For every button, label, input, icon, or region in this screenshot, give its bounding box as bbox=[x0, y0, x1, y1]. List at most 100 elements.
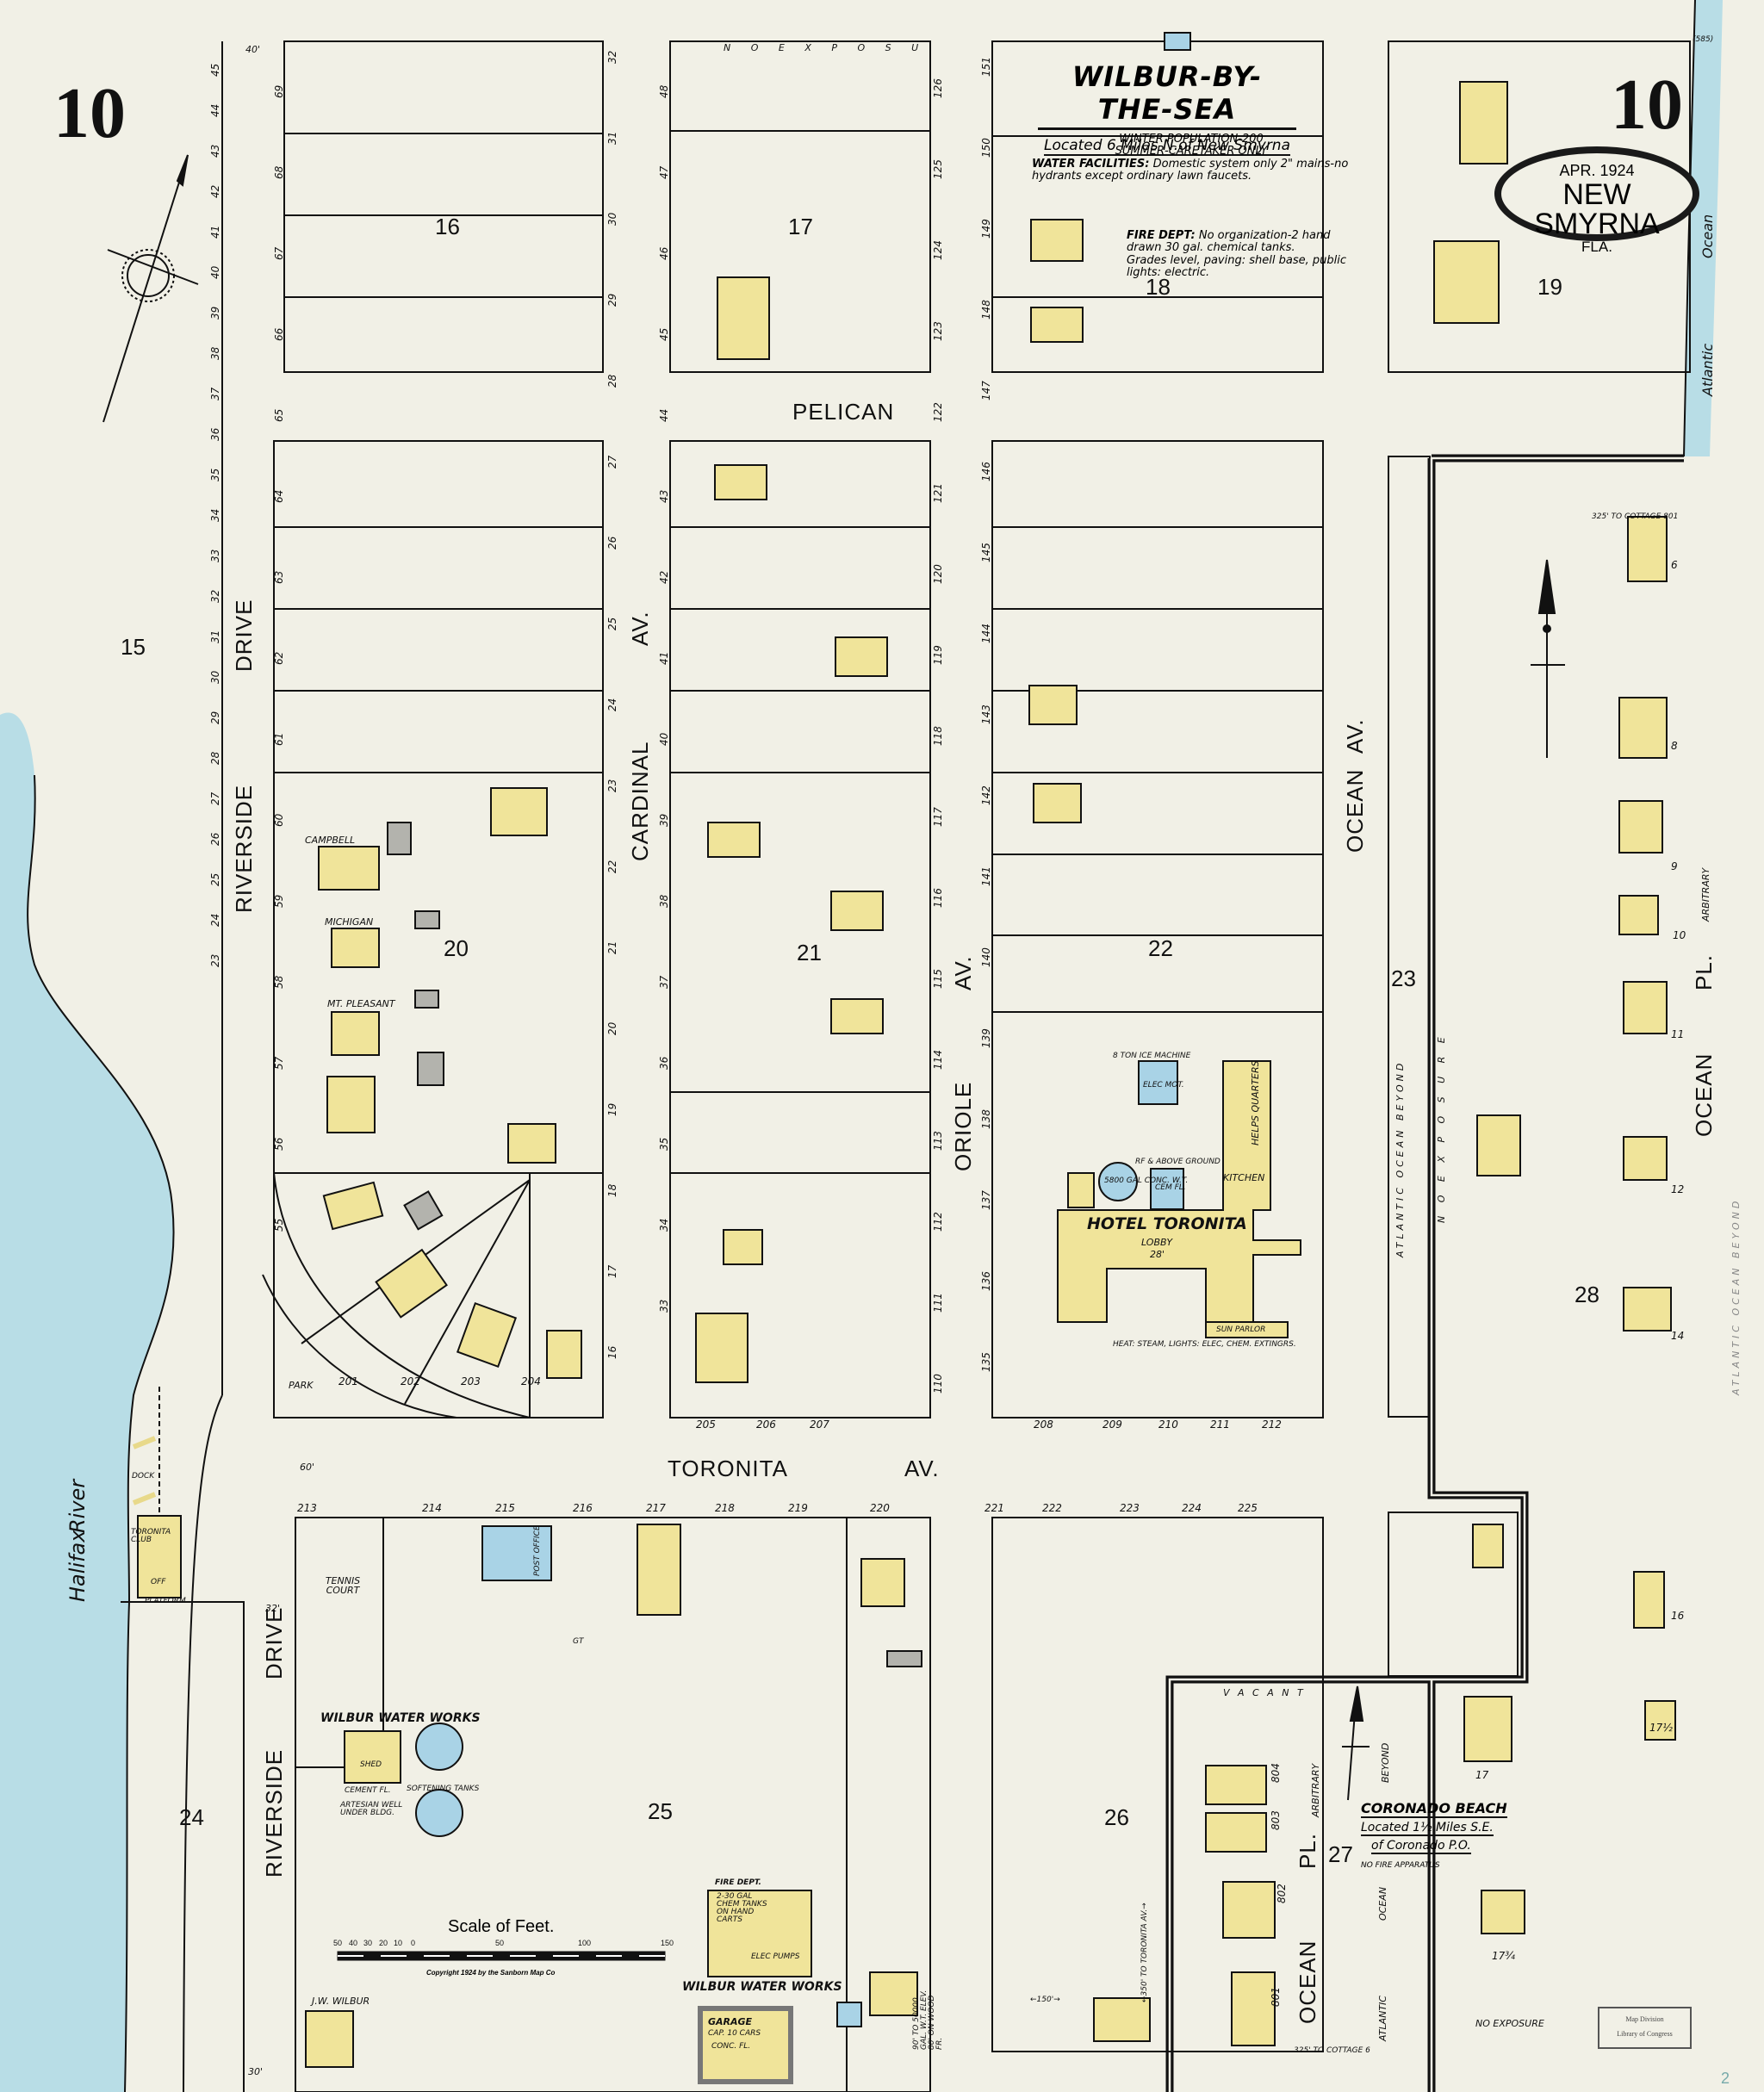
fire-text: No organization-2 hand drawn 30 gal. che… bbox=[1127, 229, 1331, 255]
lot-number: 12 bbox=[1671, 1183, 1685, 1195]
lot-number: 68 bbox=[273, 165, 285, 179]
platform-label: PLATFORM bbox=[145, 1597, 186, 1605]
cartouche-state: FLA. bbox=[1581, 239, 1612, 255]
mt-pleasant-label: MT. PLEASANT bbox=[327, 998, 395, 1009]
lot-number: 211 bbox=[1210, 1418, 1230, 1431]
lot-number: 150 bbox=[980, 138, 992, 158]
no-exposure-top: N O E X P O S U bbox=[724, 42, 928, 53]
atlantic-ocean-right: ATLANTIC OCEAN BEYOND bbox=[1730, 1197, 1742, 1395]
lot-number: 222 bbox=[1042, 1502, 1062, 1514]
street-ocean-av-suffix: AV. bbox=[1342, 718, 1368, 754]
block-number: 25 bbox=[648, 1798, 673, 1824]
lot-number: 35 bbox=[658, 1137, 670, 1151]
lot-number: 24 bbox=[606, 698, 618, 711]
lot-number: 145 bbox=[980, 543, 992, 562]
street-ocean-pl-right-suffix: PL. bbox=[1691, 953, 1717, 990]
lot-number: 117 bbox=[932, 807, 944, 827]
distance-150: ←150'→ bbox=[1030, 1996, 1060, 2004]
scale-tick: 10 bbox=[394, 1939, 403, 1947]
arbitrary-lower: ARBITRARY bbox=[1310, 1763, 1321, 1817]
toronita-club-label: TORONITA CLUB bbox=[131, 1528, 171, 1544]
river-label: River bbox=[65, 1479, 90, 1533]
lot-number: 16 bbox=[606, 1345, 618, 1359]
lot-number: 123 bbox=[932, 321, 944, 341]
hotel-lobby: LOBBY bbox=[1141, 1237, 1173, 1248]
lot-number: 225 bbox=[1238, 1502, 1258, 1514]
lot-number: 39 bbox=[658, 813, 670, 827]
lot-number: 20 bbox=[606, 1021, 618, 1035]
water-tower-note: 90' TO 50000 GAL. W.T. ELEV. 80' ON WOOD… bbox=[912, 1990, 944, 2050]
concrete-structures bbox=[415, 32, 1191, 2027]
lot-number: 24 bbox=[209, 913, 221, 927]
lot-number: 217 bbox=[646, 1502, 666, 1514]
lot-number: 40 bbox=[658, 732, 670, 746]
block-number: 17 bbox=[788, 214, 813, 239]
helps-quarters: HELPS QUARTERS bbox=[1250, 1060, 1261, 1145]
lot-number: 210 bbox=[1158, 1418, 1178, 1431]
block-number: 19 bbox=[1537, 274, 1562, 300]
fire-dept-label: FIRE DEPT. bbox=[715, 1878, 761, 1887]
block-20 bbox=[262, 440, 604, 1418]
street-toronita-suffix: AV. bbox=[904, 1456, 940, 1481]
lot-number: 224 bbox=[1182, 1502, 1202, 1514]
lot-number: 33 bbox=[209, 549, 221, 562]
compass-rose bbox=[102, 154, 199, 423]
lot-number: 120 bbox=[932, 564, 944, 584]
scale-tick: 40 bbox=[349, 1939, 358, 1947]
lot-number: 34 bbox=[658, 1218, 670, 1232]
wilbur-water-works-upper: WILBUR WATER WORKS bbox=[320, 1711, 481, 1725]
street-oriole: ORIOLE bbox=[950, 1081, 976, 1171]
hotel-toronita-building bbox=[1057, 1060, 1301, 1338]
lot-number: 116 bbox=[932, 888, 944, 908]
width-60-label: 60' bbox=[300, 1462, 315, 1473]
lot-number: 139 bbox=[980, 1028, 992, 1048]
title-block: WILBUR-BY-THE-SEA Located 6 Miles N.of N… bbox=[1038, 60, 1296, 156]
block-number: 23 bbox=[1391, 965, 1416, 991]
michigan-label: MICHIGAN bbox=[325, 916, 374, 928]
no-exposure-bottom: NO EXPOSURE bbox=[1475, 2018, 1544, 2029]
lot-number: 23 bbox=[606, 779, 618, 792]
ocean-lower: OCEAN bbox=[1377, 1886, 1388, 1921]
lot-number: 28 bbox=[606, 374, 618, 388]
lot-number: 45 bbox=[209, 63, 221, 77]
lot-number: 804 bbox=[1270, 1763, 1282, 1783]
lot-number: 31 bbox=[606, 131, 618, 145]
lot-number: 137 bbox=[980, 1190, 992, 1210]
cottage-6-note: 325' TO COTTAGE 6 bbox=[1294, 2046, 1370, 2055]
lot-number: 48 bbox=[658, 84, 670, 98]
lot-number: 115 bbox=[932, 969, 944, 989]
street-riverside-upper: RIVERSIDE bbox=[231, 784, 257, 913]
post-office-label: POST OFFICE bbox=[533, 1525, 542, 1576]
atlantic-ocean-beyond-label: ATLANTIC OCEAN BEYOND bbox=[1394, 1059, 1406, 1257]
lot-number: 125 bbox=[932, 159, 944, 179]
block-25 bbox=[295, 1517, 931, 2092]
lot-number: 8 bbox=[1671, 740, 1678, 752]
halifax-river bbox=[0, 712, 174, 2092]
softening-tanks-label: SOFTENING TANKS bbox=[407, 1785, 480, 1793]
lot-number: 65 bbox=[273, 408, 285, 422]
lot-number: 46 bbox=[658, 246, 670, 260]
lot-number: 44 bbox=[658, 408, 670, 422]
lot-number: 209 bbox=[1102, 1418, 1122, 1431]
lot-number: 124 bbox=[932, 240, 944, 260]
corner-reference: (585) bbox=[1693, 35, 1714, 44]
lot-number: 220 bbox=[870, 1502, 890, 1514]
lot-number: 60 bbox=[273, 813, 285, 827]
lot-number: 63 bbox=[273, 570, 285, 584]
lot-number: 140 bbox=[980, 947, 992, 967]
lot-number: 41 bbox=[658, 651, 670, 665]
lot-number: 32 bbox=[209, 589, 221, 603]
lot-number: 208 bbox=[1034, 1418, 1053, 1431]
lot-number: 28 bbox=[209, 751, 221, 765]
lot-number: 17 bbox=[1475, 1769, 1489, 1781]
kitchen: KITCHEN bbox=[1223, 1172, 1265, 1183]
street-riverside-drive-lower: DRIVE bbox=[261, 1606, 287, 1679]
copyright: Copyright 1924 by the Sanborn Map Co bbox=[426, 1969, 556, 1977]
lot-number: 29 bbox=[209, 711, 221, 724]
lot-number: 6 bbox=[1671, 559, 1678, 571]
lot-number: 146 bbox=[980, 462, 992, 481]
lot-number: 22 bbox=[606, 860, 618, 873]
lot-number: 58 bbox=[273, 975, 285, 989]
width-32-label: 32' bbox=[265, 1603, 281, 1614]
street-toronita: TORONITA bbox=[668, 1456, 788, 1481]
